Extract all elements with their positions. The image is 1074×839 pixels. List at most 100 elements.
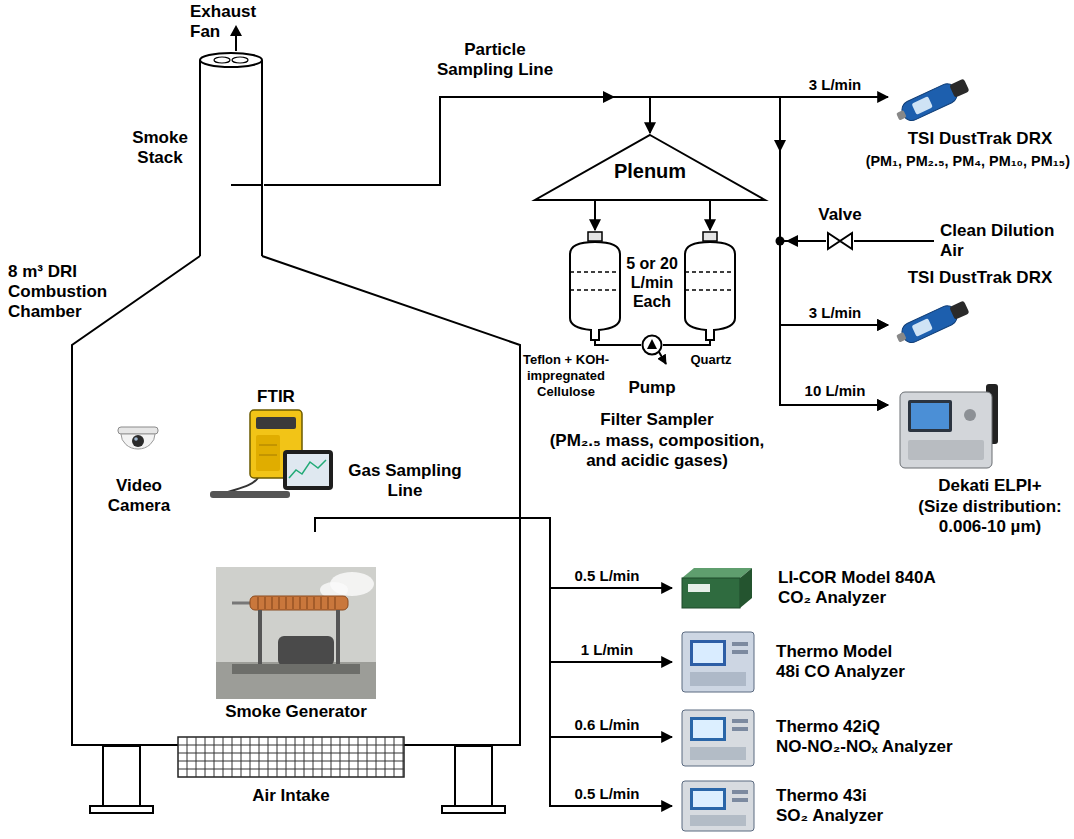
- co-analyzer-icon-part: [693, 643, 723, 663]
- smoke-generator: Smoke Generator: [212, 565, 380, 725]
- elpi-icon-part: [908, 400, 952, 432]
- grille-line: [178, 745, 404, 746]
- combustion-chamber: 8 m³ DRI Combustion ChamberVideo CameraF…: [0, 170, 521, 748]
- gas-analyzer: LI-COR Model 840A CO₂ Analyzer: [672, 562, 1072, 616]
- camera-icon-part: [134, 437, 138, 441]
- so2-analyzer-icon: [682, 781, 754, 831]
- chamber-outline: [0, 170, 521, 748]
- text-line: Combustion: [8, 282, 107, 302]
- elpi-icon-part: [900, 392, 992, 468]
- co2-analyzer-icon-part: [682, 568, 752, 578]
- grille-line: [340, 737, 341, 777]
- text-line: Teflon + KOH-: [523, 352, 609, 368]
- chamber-legs-part: [103, 746, 140, 806]
- node-label: TSI DustTrak DRX: [908, 129, 1053, 149]
- node-label: Smoke Stack: [132, 128, 188, 168]
- stack-top: [200, 53, 262, 67]
- text-line: Stack: [132, 148, 188, 168]
- smoke-generator-photo-part-part: [271, 597, 272, 609]
- nox-analyzer-icon-part: [682, 710, 754, 766]
- dusttrak-icon-part: [896, 110, 907, 121]
- co2-analyzer-icon: [682, 568, 752, 608]
- node-label: (PM₁, PM₂.₅, PM₄, PM₁₀, PM₁₅): [866, 151, 1070, 171]
- intake-grille: [178, 737, 404, 777]
- text-line: Thermo Model: [776, 642, 905, 662]
- valve-symbol: [840, 233, 852, 249]
- filter-body: [570, 242, 620, 340]
- smoke-generator-photo-part: [250, 596, 348, 610]
- flow-connector: [594, 201, 596, 230]
- flow-connector: [780, 241, 888, 325]
- gas-inlet-line: [315, 518, 521, 532]
- text-line: Thermo 42iQ: [776, 717, 953, 737]
- dusttrak-monitor: TSI DustTrak DRX: [888, 265, 1072, 357]
- node-label: Thermo 42iQ NO-NO₂-NOₓ Analyzer: [776, 717, 953, 757]
- text-line: FTIR: [257, 387, 295, 407]
- flow-connector: [264, 97, 888, 185]
- elpi-instrument: Dekati ELPI+(Size distribution: 0.006-10…: [888, 380, 1072, 545]
- node-label: Thermo Model 48i CO Analyzer: [776, 642, 905, 682]
- ftir-icon-part: [289, 460, 326, 478]
- text-line: Smoke: [132, 128, 188, 148]
- node-label: Teflon + KOH-impregnated Cellulose: [523, 352, 609, 400]
- ftir-icon-part: [287, 454, 329, 486]
- text-line: impregnated: [523, 368, 609, 384]
- node-label: Air Intake: [252, 786, 329, 806]
- text-line: Exhaust: [190, 2, 256, 22]
- text-line: SO₂ Analyzer: [776, 806, 883, 826]
- text-line: 3 L/min: [809, 76, 862, 94]
- nox-analyzer-icon: [682, 710, 754, 766]
- text-line: L/min: [626, 273, 678, 292]
- text-line: 0.006-10 µm): [918, 517, 1062, 537]
- annotation-label: (PM₂.₅ mass, composition, and acidic gas…: [550, 431, 765, 471]
- chamber-legs-part: [90, 806, 153, 813]
- ftir-icon-part: [283, 450, 333, 490]
- camera-icon-part: [118, 427, 158, 434]
- plenum-outline: [535, 135, 765, 200]
- text-line: Particle: [437, 40, 553, 60]
- text-line: Each: [626, 292, 678, 311]
- so2-analyzer-icon-part: [690, 815, 746, 826]
- grille-line: [349, 737, 350, 777]
- node-label: Pump: [628, 378, 675, 398]
- nox-analyzer-icon-part: [732, 719, 748, 723]
- flow-rate-label: 0.6 L/min: [574, 716, 639, 734]
- smoke-generator-photo-part: [278, 636, 334, 666]
- grille-line: [286, 737, 287, 777]
- filter-body: [685, 242, 735, 340]
- co-analyzer-icon-part: [682, 632, 754, 692]
- filter-media: [685, 271, 735, 273]
- node-label: Smoke Generator: [225, 702, 367, 722]
- dusttrak-icon-part: [912, 96, 933, 114]
- text-line: Dekati ELPI+: [938, 476, 1041, 496]
- grille-line: [223, 737, 224, 777]
- ftir-icon-part: [256, 417, 296, 429]
- co-analyzer-icon-part: [690, 640, 726, 666]
- smoke-generator-photo: [216, 567, 376, 699]
- dusttrak-icon-part: [949, 78, 969, 97]
- filter-media: [570, 289, 620, 291]
- node-label: Thermo 43i SO₂ Analyzer: [776, 786, 883, 826]
- node-label: Plenum: [614, 160, 686, 183]
- ftir-analyzer: FTIR: [225, 384, 340, 504]
- pump-symbol: [647, 339, 657, 349]
- text-line: 0.5 L/min: [574, 567, 639, 585]
- co-analyzer-icon-part: [690, 672, 746, 686]
- plenum: Plenum: [533, 133, 767, 201]
- text-line: Line: [348, 481, 461, 501]
- text-line: 0.6 L/min: [574, 716, 639, 734]
- nox-analyzer-icon-part: [690, 717, 726, 741]
- filter-media: [685, 289, 735, 291]
- smoke-generator-photo-part: [216, 662, 376, 699]
- text-line: Video: [108, 476, 170, 496]
- grille-line: [259, 737, 260, 777]
- text-line: (PM₁, PM₂.₅, PM₄, PM₁₀, PM₁₅): [866, 151, 1070, 171]
- flow-connector: [663, 340, 710, 345]
- dusttrak-icon: [894, 298, 971, 348]
- grille-line: [358, 737, 359, 777]
- node-label: FTIR: [257, 387, 295, 407]
- grille-line: [214, 737, 215, 777]
- grille-line: [403, 737, 404, 777]
